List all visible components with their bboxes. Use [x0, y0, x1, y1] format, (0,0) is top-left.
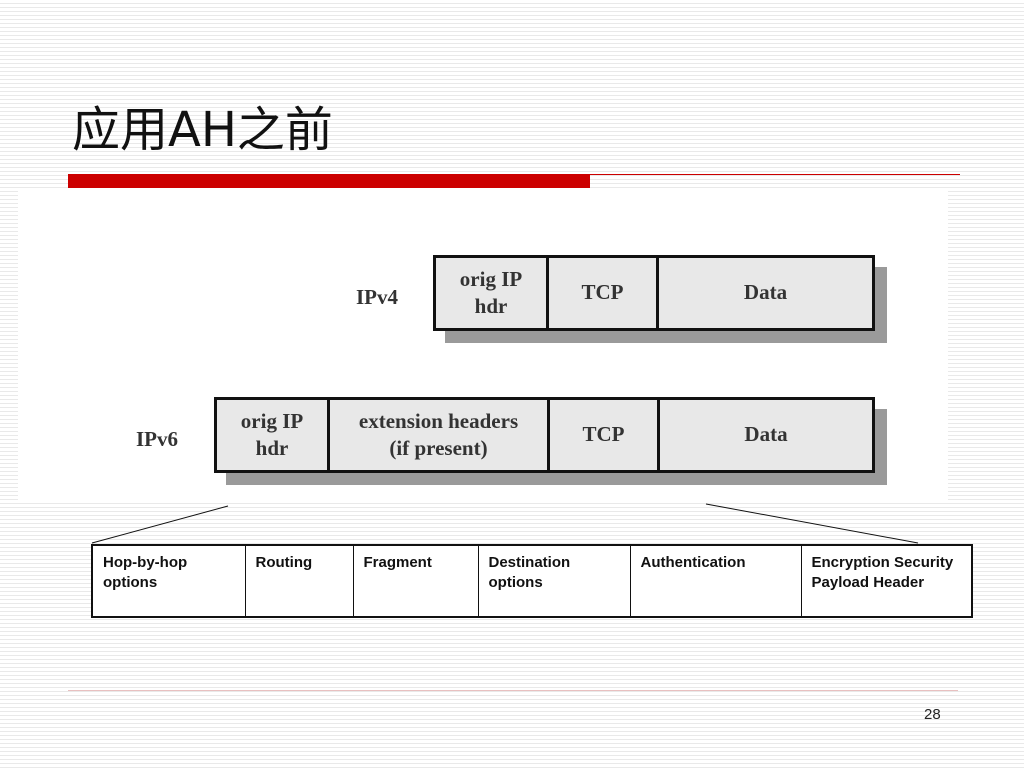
- ext-header-authentication: Authentication: [629, 544, 802, 618]
- callout-line-left: [91, 505, 229, 544]
- ipv4-tcp-field: TCP: [546, 258, 656, 328]
- extension-headers-table: Hop-by-hop options Routing Fragment Dest…: [91, 544, 973, 618]
- ext-header-esp: Encryption Security Payload Header: [800, 544, 973, 618]
- title-underline-rule: [590, 174, 960, 175]
- title-underline-bar: [68, 174, 590, 188]
- ipv6-label: IPv6: [136, 427, 178, 451]
- ext-header-hop-by-hop: Hop-by-hop options: [91, 544, 246, 618]
- ext-header-fragment: Fragment: [352, 544, 479, 618]
- ipv6-packet: orig IP hdr extension headers (if presen…: [214, 397, 875, 473]
- callout-line-right: [705, 503, 919, 544]
- table-row: Hop-by-hop options Routing Fragment Dest…: [91, 544, 973, 618]
- ext-header-destination-options: Destination options: [477, 544, 631, 618]
- ipv4-packet: orig IP hdr TCP Data: [433, 255, 875, 331]
- ipv6-extension-headers-field: extension headers (if present): [327, 400, 547, 470]
- ipv6-tcp-field: TCP: [547, 400, 657, 470]
- ipv4-orig-ip-hdr-field: orig IP hdr: [459, 266, 523, 318]
- ipv4-label: IPv4: [356, 285, 398, 309]
- ipv6-orig-ip-hdr-field: orig IP hdr: [240, 408, 304, 460]
- slide-title: 应用AH之前: [72, 102, 333, 158]
- footer-rule: [68, 690, 958, 691]
- ipv4-data-field: Data: [656, 258, 872, 328]
- ext-header-routing: Routing: [244, 544, 354, 618]
- page-number: 28: [924, 706, 941, 723]
- ipv6-data-field: Data: [657, 400, 872, 470]
